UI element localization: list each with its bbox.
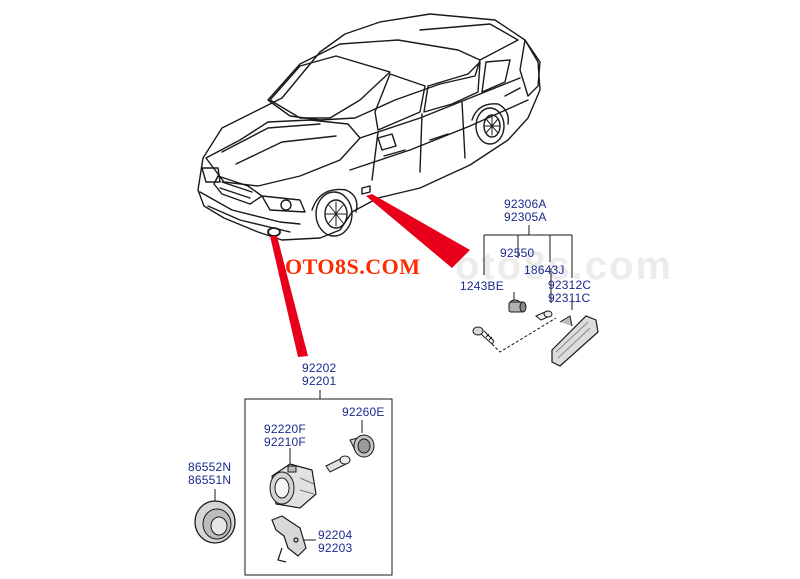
label-cover-a: 86552N — [188, 460, 232, 474]
watermark-text: OTO8S.COM — [285, 254, 421, 279]
label-fog-lamp-a: 92202 — [302, 361, 337, 375]
label-fog-body-b: 92210F — [264, 435, 306, 449]
fog-lamp-box — [244, 398, 393, 576]
side-marker-lens-part — [551, 315, 599, 367]
label-cover-b: 86551N — [188, 473, 232, 487]
screw-part — [472, 326, 495, 345]
label-bracket-b: 92203 — [318, 541, 353, 555]
label-side-lamp-b: 92305A — [504, 210, 547, 224]
fog-bracket-part — [271, 515, 307, 563]
fog-bulb-part — [325, 455, 351, 473]
label-side-lamp-a: 92306A — [504, 197, 547, 211]
watermark-ghost-text: oto8s.com — [455, 244, 674, 288]
bulb-socket-part — [508, 299, 527, 313]
label-fog-lamp-b: 92201 — [302, 374, 337, 388]
label-screw: 1243BE — [460, 279, 504, 293]
car-illustration — [197, 13, 541, 241]
label-lens-a: 92312C — [548, 278, 592, 292]
fog-lamp-assembly — [194, 390, 393, 576]
label-fog-body-a: 92220F — [264, 422, 306, 436]
fog-cover-part — [194, 500, 236, 544]
callout-pointers — [270, 194, 470, 357]
fog-socket-part — [349, 434, 375, 458]
side-lamp-pointer — [366, 194, 470, 268]
wedge-bulb-part — [535, 310, 553, 321]
label-bracket-a: 92204 — [318, 528, 353, 542]
side-lamp-assembly — [472, 225, 599, 367]
fog-lamp-body-part — [269, 463, 317, 509]
label-bulb-b: 18643J — [524, 263, 565, 277]
label-fog-socket: 92260E — [342, 405, 385, 419]
label-bulb-a: 92550 — [500, 246, 535, 260]
label-lens-b: 92311C — [548, 291, 591, 305]
fog-lamp-pointer — [270, 236, 308, 357]
